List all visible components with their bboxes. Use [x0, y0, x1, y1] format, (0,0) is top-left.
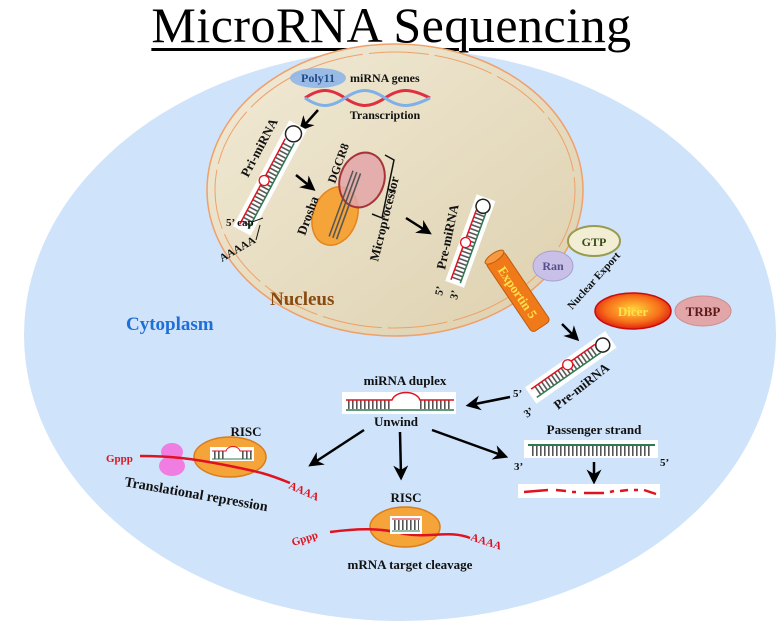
- pre-mirna-hairpin-nucleus: [445, 194, 496, 288]
- arrow-to-cytoplasm-pre-mirna: [561, 323, 580, 342]
- passenger-five-prime-label: 5’: [660, 457, 669, 469]
- pri-mirna-hairpin: [233, 120, 307, 236]
- five-prime-label-cytoplasm: 5’: [513, 388, 522, 400]
- dicer-enzyme: [594, 292, 672, 330]
- dna-helix-icon: [304, 89, 431, 107]
- arrow-to-translational-repression: [308, 428, 365, 467]
- dicer-label: Dicer: [618, 304, 649, 319]
- transcription-label: Transcription: [350, 108, 421, 122]
- unwind-label: Unwind: [374, 414, 419, 429]
- arrow-to-pre-mirna: [405, 216, 432, 235]
- gppp-label-left: Gppp: [106, 453, 133, 465]
- poly11-tag: [290, 68, 346, 88]
- arrow-transcription: [299, 109, 319, 132]
- poly11-label: Poly11: [301, 71, 335, 85]
- degraded-strand: [518, 484, 660, 498]
- five-prime-label-nucleus: 5’: [433, 285, 447, 296]
- translational-repression-complex: [139, 436, 291, 485]
- mrna-strand-left: [139, 454, 291, 485]
- ran-protein: [532, 250, 574, 282]
- arrow-to-passenger-strand: [431, 428, 509, 460]
- mrna-cleavage-label: mRNA target cleavage: [348, 557, 473, 572]
- five-cap-label: 5’ cap: [226, 217, 254, 229]
- ran-label: Ran: [542, 259, 564, 273]
- risc-label-left: RISC: [230, 424, 261, 439]
- nucleus-label: Nucleus: [270, 289, 334, 310]
- risc-label-center: RISC: [390, 490, 421, 505]
- mirna-genes-label: miRNA genes: [350, 71, 420, 85]
- three-prime-label-nucleus: 3’: [448, 289, 462, 300]
- arrow-to-drosha: [295, 174, 316, 191]
- passenger-strand-label: Passenger strand: [547, 422, 643, 437]
- trbp-protein: [674, 295, 732, 327]
- mirna-gene: Poly11 miRNA genes Transcription: [290, 68, 431, 122]
- passenger-strand: [524, 440, 658, 458]
- gtp-molecule: [567, 225, 621, 257]
- gtp-label: GTP: [582, 235, 607, 249]
- cytoplasm-label: Cytoplasm: [126, 314, 214, 335]
- mirna-duplex: [342, 391, 456, 414]
- arrow-to-duplex: [465, 395, 511, 411]
- microprocessor-complex: [311, 151, 396, 246]
- arrow-to-cleavage: [393, 431, 409, 481]
- pre-mirna-hairpin-cytoplasm: [524, 331, 617, 404]
- passenger-three-prime-label: 3’: [514, 461, 523, 473]
- mrna-cleavage-complex: [329, 506, 471, 548]
- trbp-label: TRBP: [686, 304, 721, 319]
- mirna-duplex-label: miRNA duplex: [364, 373, 447, 388]
